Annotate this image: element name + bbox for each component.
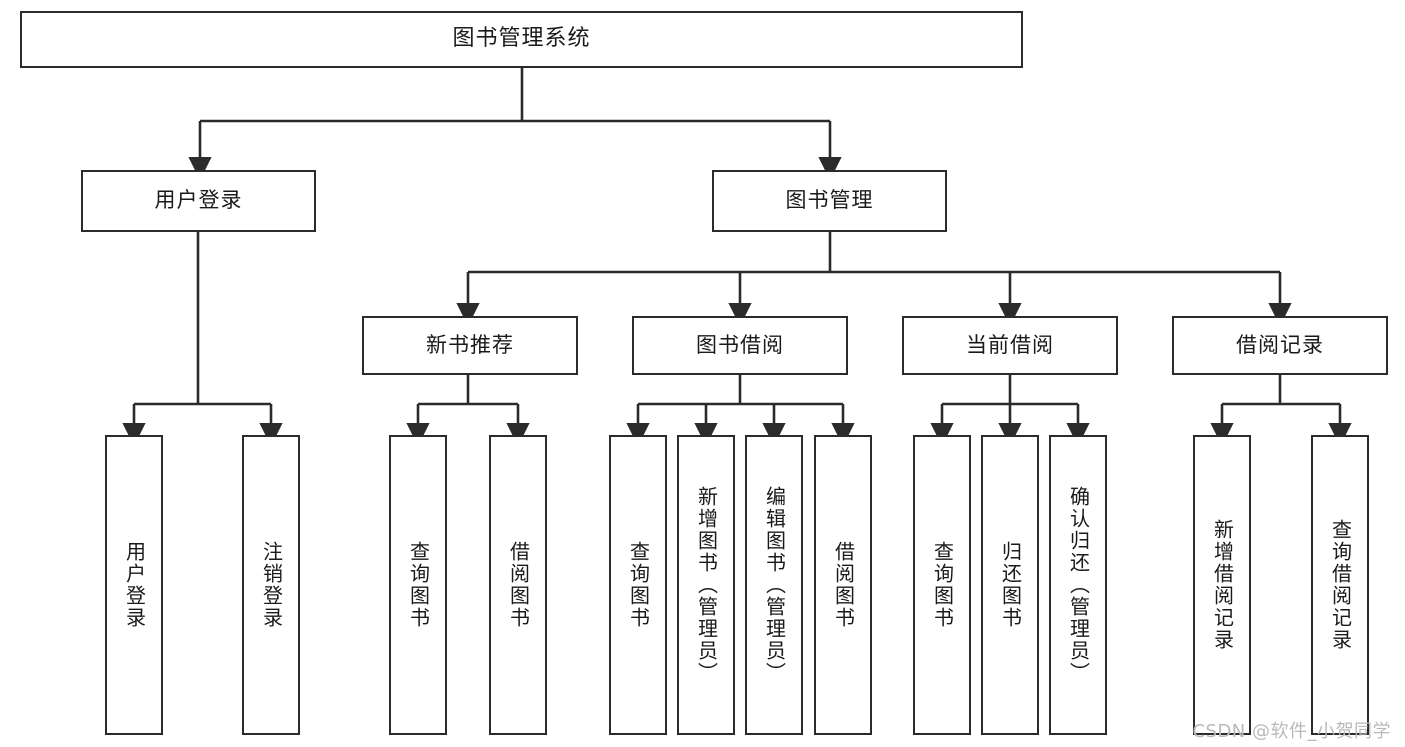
node-label: 确认归还（管理员） — [1066, 486, 1091, 684]
leaf-borrow-book-2[interactable]: 借阅图书 — [814, 435, 872, 735]
node-new-book-recommend[interactable]: 新书推荐 — [362, 316, 578, 375]
node-label: 新书推荐 — [426, 332, 514, 357]
node-label: 注销登录 — [259, 541, 284, 629]
node-user-login[interactable]: 用户登录 — [81, 170, 316, 232]
leaf-query-book-2[interactable]: 查询图书 — [609, 435, 667, 735]
node-label: 新增借阅记录 — [1210, 519, 1235, 651]
leaf-query-book-1[interactable]: 查询图书 — [389, 435, 447, 735]
node-label: 用户登录 — [122, 541, 147, 629]
leaf-logout-login[interactable]: 注销登录 — [242, 435, 300, 735]
node-label: 查询图书 — [626, 541, 651, 629]
node-label: 新增图书（管理员） — [694, 486, 719, 684]
node-label: 图书管理 — [785, 188, 874, 213]
node-borrow-record[interactable]: 借阅记录 — [1172, 316, 1388, 375]
leaf-user-login[interactable]: 用户登录 — [105, 435, 163, 735]
leaf-add-record[interactable]: 新增借阅记录 — [1193, 435, 1251, 735]
leaf-confirm-return[interactable]: 确认归还（管理员） — [1049, 435, 1107, 735]
leaf-borrow-book-1[interactable]: 借阅图书 — [489, 435, 547, 735]
leaf-add-book[interactable]: 新增图书（管理员） — [677, 435, 735, 735]
node-current-borrow[interactable]: 当前借阅 — [902, 316, 1118, 375]
node-label: 借阅图书 — [506, 541, 531, 629]
node-label: 编辑图书（管理员） — [762, 486, 787, 684]
csdn-watermark: CSDN @软件_小贺同学 — [1192, 721, 1391, 742]
node-root-system[interactable]: 图书管理系统 — [20, 11, 1023, 68]
leaf-return-book[interactable]: 归还图书 — [981, 435, 1039, 735]
node-label: 借阅图书 — [831, 541, 856, 629]
node-label: 查询图书 — [930, 541, 955, 629]
node-label: 用户登录 — [154, 188, 243, 213]
node-label: 查询借阅记录 — [1328, 519, 1353, 651]
node-label: 当前借阅 — [966, 332, 1054, 357]
node-label: 图书管理系统 — [452, 26, 591, 52]
leaf-edit-book[interactable]: 编辑图书（管理员） — [745, 435, 803, 735]
node-book-manage[interactable]: 图书管理 — [712, 170, 947, 232]
node-label: 图书借阅 — [696, 332, 784, 357]
node-label: 归还图书 — [998, 541, 1023, 629]
node-label: 借阅记录 — [1236, 332, 1324, 357]
leaf-query-record[interactable]: 查询借阅记录 — [1311, 435, 1369, 735]
node-book-borrow[interactable]: 图书借阅 — [632, 316, 848, 375]
leaf-query-book-3[interactable]: 查询图书 — [913, 435, 971, 735]
node-label: 查询图书 — [406, 541, 431, 629]
